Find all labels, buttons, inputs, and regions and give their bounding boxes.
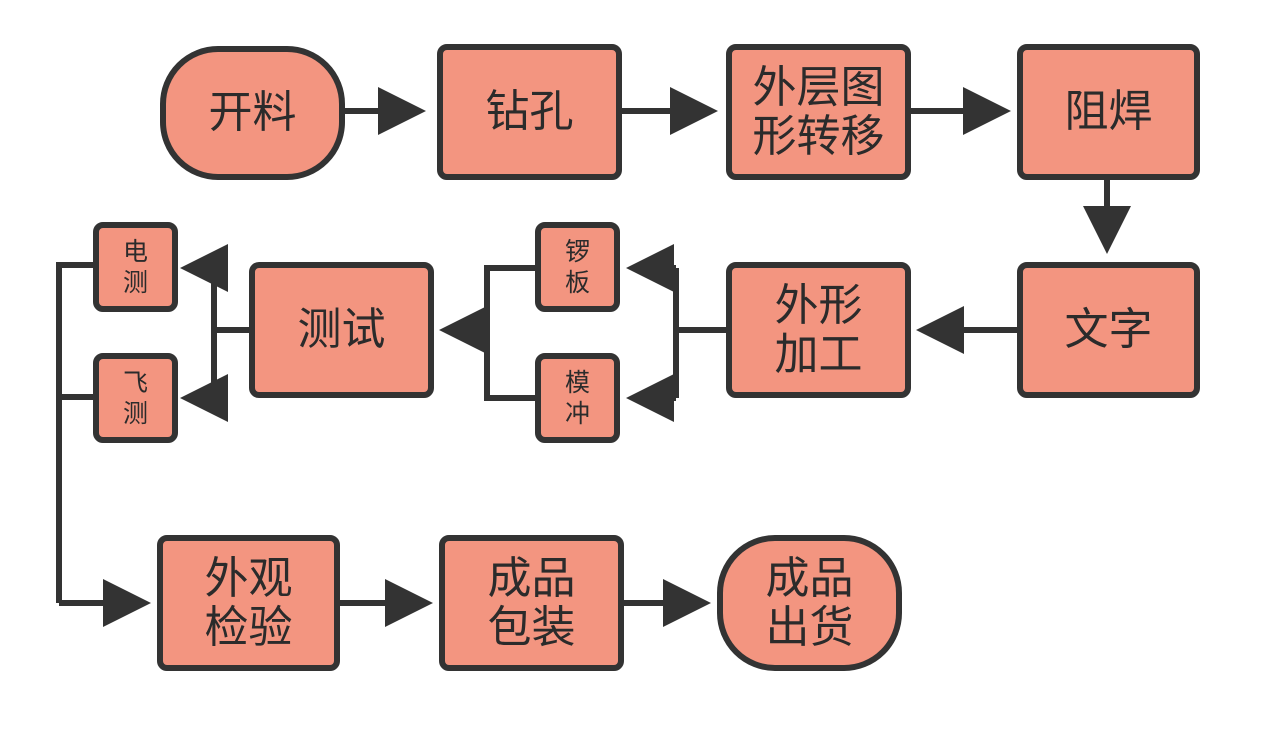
node-waicengtuxing: 外层图 形转移: [726, 44, 911, 180]
node-wenzi: 文字: [1017, 262, 1200, 398]
node-zuankong: 钻孔: [437, 44, 622, 180]
node-chengpinbaozhuang: 成品 包装: [439, 535, 624, 671]
node-zuankong-label: 钻孔: [485, 86, 574, 138]
node-waiguanjianyan: 外观 检验: [157, 535, 340, 671]
node-ceshi-label: 测试: [297, 304, 386, 356]
node-mochong: 模 冲: [535, 353, 620, 443]
node-wenzi-label: 文字: [1064, 304, 1153, 356]
line-waixing-branch: [673, 268, 728, 398]
node-feice: 飞 测: [93, 353, 178, 443]
node-ceshi: 测试: [249, 262, 434, 398]
node-waixingjiagong-label: 外形 加工: [774, 279, 863, 380]
node-chengpinbaozhuang-label: 成品 包装: [487, 552, 576, 653]
node-diance: 电 测: [93, 222, 178, 312]
node-kailiao: 开料: [160, 46, 345, 180]
node-kailiao-label: 开料: [208, 87, 297, 139]
node-diance-label: 电 测: [122, 236, 148, 297]
node-chengpinchuhuo-label: 成品 出货: [765, 552, 854, 653]
node-luoban-label: 锣 板: [564, 236, 590, 297]
node-feice-label: 飞 测: [122, 367, 148, 428]
node-mochong-label: 模 冲: [564, 367, 590, 428]
node-chengpinchuhuo: 成品 出货: [717, 535, 902, 671]
line-merge-to-ceshi: [484, 265, 537, 401]
line-left-merge: [56, 262, 97, 603]
node-zuhan-label: 阻焊: [1064, 86, 1153, 138]
line-ceshi-branch: [211, 268, 252, 398]
node-zuhan: 阻焊: [1017, 44, 1200, 180]
node-waiguanjianyan-label: 外观 检验: [204, 552, 293, 653]
node-waixingjiagong: 外形 加工: [726, 262, 911, 398]
node-luoban: 锣 板: [535, 222, 620, 312]
node-waicengtuxing-label: 外层图 形转移: [752, 61, 885, 162]
